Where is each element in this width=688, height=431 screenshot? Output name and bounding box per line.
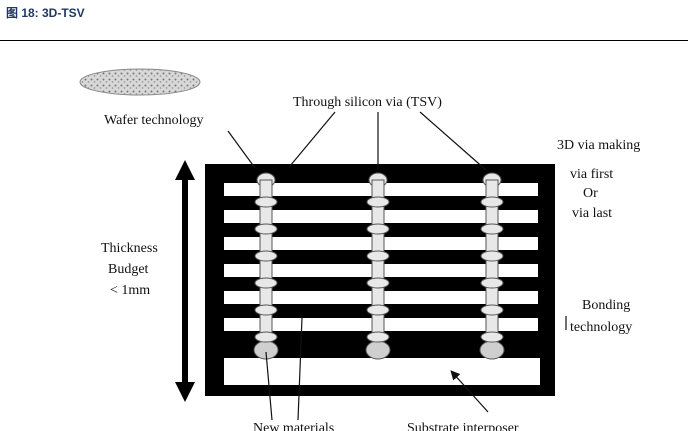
thickness-limit-label: < 1mm (110, 283, 150, 298)
budget-label: Budget (108, 262, 149, 277)
via-making-label: 3D via making (557, 138, 640, 153)
caption-rule (0, 40, 688, 41)
substrate-leader (450, 370, 489, 413)
tsv-leader (289, 111, 336, 167)
via-column (365, 172, 391, 360)
via-last-label: via last (572, 206, 612, 221)
via-first-label: via first (570, 167, 613, 182)
substrate-interposer-block (224, 358, 540, 385)
via-column (253, 172, 279, 360)
figure-caption: 图 18: 3D-TSV (6, 6, 85, 20)
new-materials-leader (265, 351, 273, 421)
wafer-leader (227, 130, 256, 169)
bonding-technology-label: technology (570, 320, 632, 335)
bonding-label: Bonding (582, 298, 630, 313)
substrate-interposer-label: Substrate interposer (407, 421, 519, 431)
or-label: Or (583, 186, 598, 201)
thickness-label: Thickness (101, 241, 158, 256)
via-column (479, 172, 505, 360)
wafer-technology-label: Wafer technology (104, 113, 204, 128)
tsv-leader (419, 111, 487, 171)
new-materials-label: New materials (253, 421, 334, 431)
thickness-arrow (175, 160, 195, 402)
tsv-label: Through silicon via (TSV) (293, 95, 442, 110)
wafer-disc (79, 68, 201, 96)
new-materials-leader (297, 317, 303, 421)
